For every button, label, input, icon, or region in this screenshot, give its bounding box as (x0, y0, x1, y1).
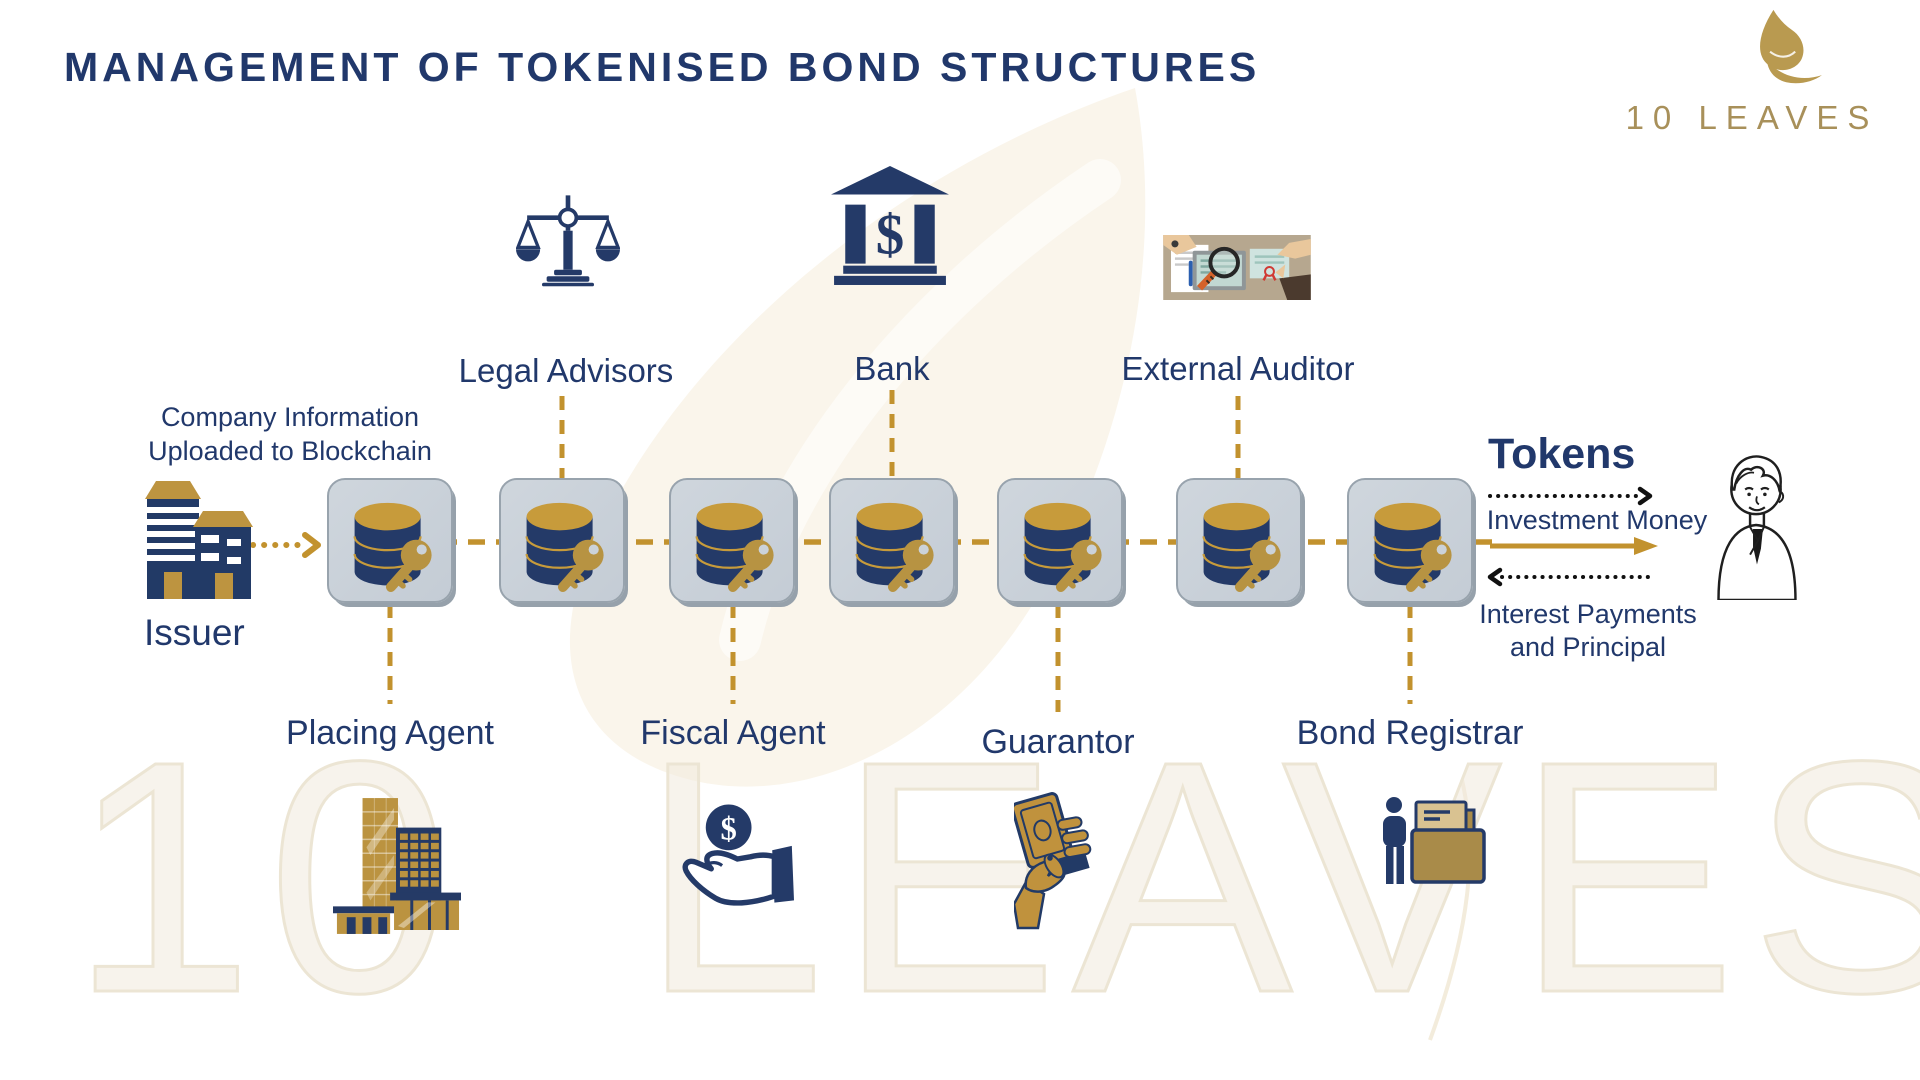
external-auditor-label: External Auditor (1121, 350, 1355, 387)
logo-leaf-icon (1745, 8, 1837, 92)
issuer-upload-arrow (250, 532, 321, 558)
tokens-arrow (1488, 486, 1653, 506)
interest-payments-line1: Interest Payments (1479, 599, 1697, 629)
database-key-icon (1007, 488, 1117, 598)
fiscal-agent-label: Fiscal Agent (640, 714, 826, 752)
page-title: MANAGEMENT OF TOKENISED BOND STRUCTURES (64, 44, 1261, 90)
issuer-buildings-icon (143, 473, 253, 604)
blockchain-block (327, 478, 453, 603)
person-folder-icon (1378, 796, 1490, 895)
database-key-icon (679, 488, 789, 598)
issuer-label: Issuer (144, 612, 245, 653)
interest-payments-label: Interest Payments and Principal (1468, 598, 1708, 664)
blockchain-block (1176, 478, 1302, 603)
chain-links-top (559, 390, 1241, 478)
investor-icon (1706, 450, 1806, 605)
bank-label: Bank (854, 350, 930, 387)
investment-money-label: Investment Money (1486, 505, 1708, 535)
blockchain-block (669, 478, 795, 603)
database-key-icon (1186, 488, 1296, 598)
database-key-icon (839, 488, 949, 598)
bond-registrar-label: Bond Registrar (1296, 714, 1524, 752)
hand-coin-icon (672, 800, 794, 923)
issuer-annotation-line1: Company Information (160, 402, 420, 432)
database-key-icon (1357, 488, 1467, 598)
investment-money-arrow (1490, 537, 1658, 555)
hand-money-icon (1014, 792, 1102, 935)
guarantor-label: Guarantor (981, 723, 1135, 761)
scales-of-justice-icon (516, 188, 620, 297)
chain-links-bottom (387, 604, 1413, 712)
database-key-icon (509, 488, 619, 598)
blockchain-block (997, 478, 1123, 603)
issuer-annotation-line2: Uploaded to Blockchain (148, 436, 432, 466)
blockchain-block (1347, 478, 1473, 603)
logo-wordmark: 10 LEAVES (1625, 99, 1879, 136)
interest-payments-arrow (1487, 567, 1654, 587)
logo: 10 LEAVES (1612, 8, 1892, 137)
external-auditor-illustration (1163, 235, 1311, 305)
issuer-annotation: Company Information Uploaded to Blockcha… (130, 400, 450, 468)
bank-icon (828, 166, 952, 291)
blockchain-block (499, 478, 625, 603)
database-key-icon (337, 488, 447, 598)
blockchain-block (829, 478, 955, 603)
tokens-label: Tokens (1488, 430, 1636, 478)
interest-payments-line2: and Principal (1509, 632, 1667, 662)
office-building-icon (333, 798, 461, 939)
legal-advisors-label: Legal Advisors (458, 352, 674, 389)
placing-agent-label: Placing Agent (286, 714, 494, 752)
